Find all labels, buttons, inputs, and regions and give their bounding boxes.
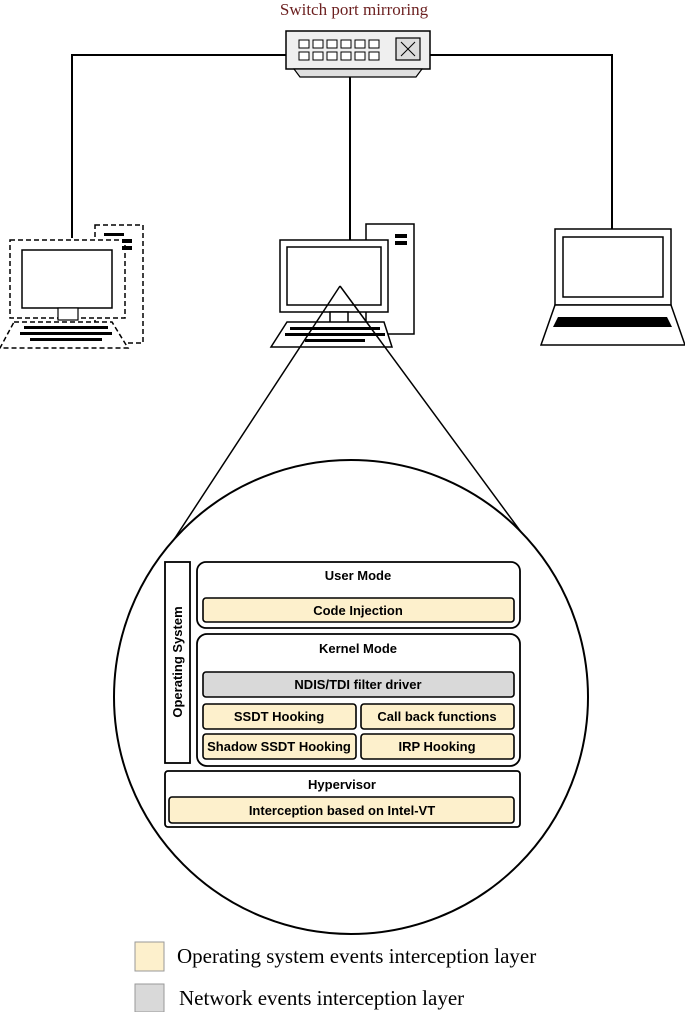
link-left (71, 54, 286, 238)
user-mode-title: User Mode (325, 568, 391, 583)
call-back-functions-label: Call back functions (377, 709, 496, 724)
kernel-mode-box: Kernel Mode NDIS/TDI filter driver SSDT … (196, 633, 521, 767)
desktop-dashed-icon (0, 224, 144, 349)
kernel-mode-title: Kernel Mode (319, 641, 397, 656)
laptop-icon (539, 228, 685, 346)
legend-label-network: Network events interception layer (179, 986, 464, 1010)
ndis-tdi-filter-label: NDIS/TDI filter driver (294, 677, 421, 692)
operating-system-bar: Operating System (164, 561, 191, 764)
legend-label-os: Operating system events interception lay… (177, 944, 536, 968)
legend-swatch-os (134, 941, 165, 972)
legend-swatch-network (134, 983, 165, 1012)
diagram-title: Switch port mirroring (280, 0, 429, 19)
intel-vt-interception-label: Interception based on Intel-VT (249, 803, 435, 818)
switch-icon (285, 30, 431, 78)
shadow-ssdt-hooking-label: Shadow SSDT Hooking (207, 739, 351, 754)
ssdt-hooking-label: SSDT Hooking (234, 709, 324, 724)
irp-hooking-label: IRP Hooking (398, 739, 475, 754)
hypervisor-title: Hypervisor (308, 777, 376, 792)
operating-system-label: Operating System (170, 606, 185, 717)
user-mode-box: User Mode Code Injection (196, 561, 521, 629)
hypervisor-box: Hypervisor Interception based on Intel-V… (164, 770, 521, 828)
code-injection-label: Code Injection (313, 603, 403, 618)
network-links (71, 54, 613, 240)
zoom-lines (153, 285, 550, 571)
link-right (430, 54, 613, 230)
legend: Operating system events interception lay… (134, 941, 536, 1012)
